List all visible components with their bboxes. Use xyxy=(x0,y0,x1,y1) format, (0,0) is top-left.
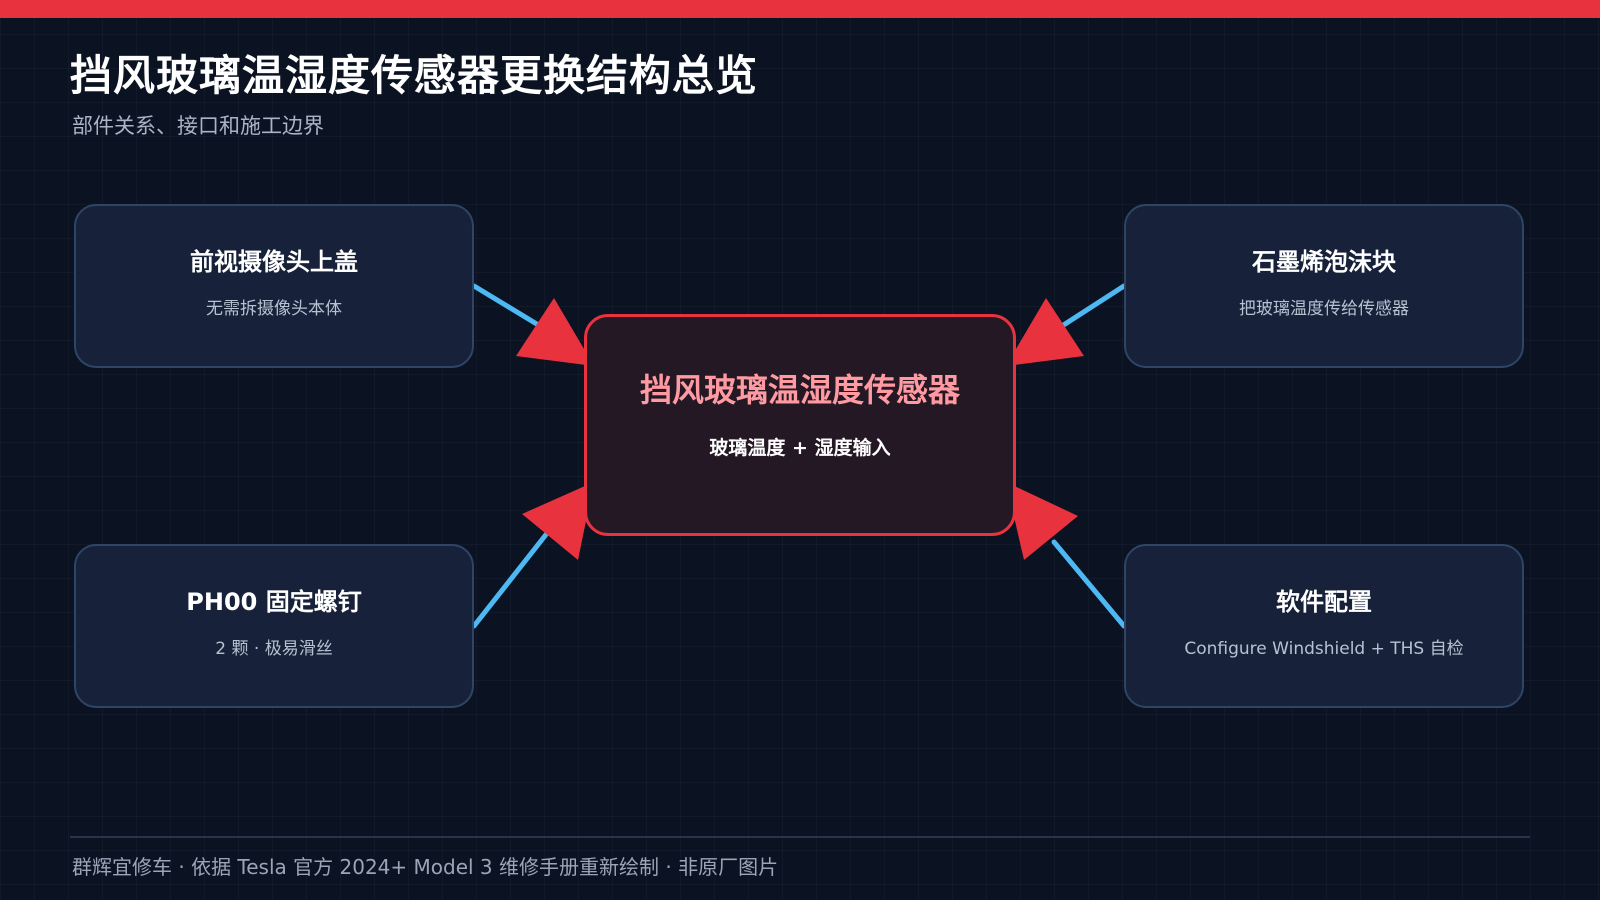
arrowhead-bottom-left xyxy=(522,482,594,560)
footer-divider xyxy=(70,836,1530,838)
connector-line-top-right xyxy=(1059,283,1127,329)
footer-credit: 群辉宜修车 · 依据 Tesla 官方 2024+ Model 3 维修手册重新… xyxy=(72,855,779,879)
node-title: 软件配置 xyxy=(1276,588,1372,616)
center-node-description: 玻璃温度 + 湿度输入 xyxy=(709,437,891,459)
arrowhead-bottom-right xyxy=(1006,482,1078,560)
top-accent-bar xyxy=(0,0,1600,18)
node-software-config: 软件配置 Configure Windshield + THS 自检 xyxy=(1124,544,1524,708)
node-ph00-screws: PH00 固定螺钉 2 颗 · 极易滑丝 xyxy=(74,544,474,708)
node-title: 前视摄像头上盖 xyxy=(190,248,358,276)
page-subtitle: 部件关系、接口和施工边界 xyxy=(72,114,324,138)
arrowhead-top-right xyxy=(1006,298,1084,366)
connector-line-bottom-right xyxy=(1051,539,1127,629)
node-description: 无需拆摄像头本体 xyxy=(206,299,342,319)
node-description: Configure Windshield + THS 自检 xyxy=(1184,639,1464,659)
center-node-title: 挡风玻璃温湿度传感器 xyxy=(639,371,960,409)
node-camera-cover: 前视摄像头上盖 无需拆摄像头本体 xyxy=(74,204,474,368)
node-title: PH00 固定螺钉 xyxy=(186,588,362,616)
connector-line-bottom-left xyxy=(471,529,551,629)
connector-line-top-left xyxy=(471,283,543,329)
center-node-sensor: 挡风玻璃温湿度传感器 玻璃温度 + 湿度输入 xyxy=(584,314,1016,536)
node-description: 2 颗 · 极易滑丝 xyxy=(215,639,333,659)
node-title: 石墨烯泡沫块 xyxy=(1252,248,1396,276)
page-title: 挡风玻璃温湿度传感器更换结构总览 xyxy=(70,51,759,100)
arrowhead-top-left xyxy=(516,298,594,366)
node-description: 把玻璃温度传给传感器 xyxy=(1239,299,1409,319)
node-graphene-foam: 石墨烯泡沫块 把玻璃温度传给传感器 xyxy=(1124,204,1524,368)
